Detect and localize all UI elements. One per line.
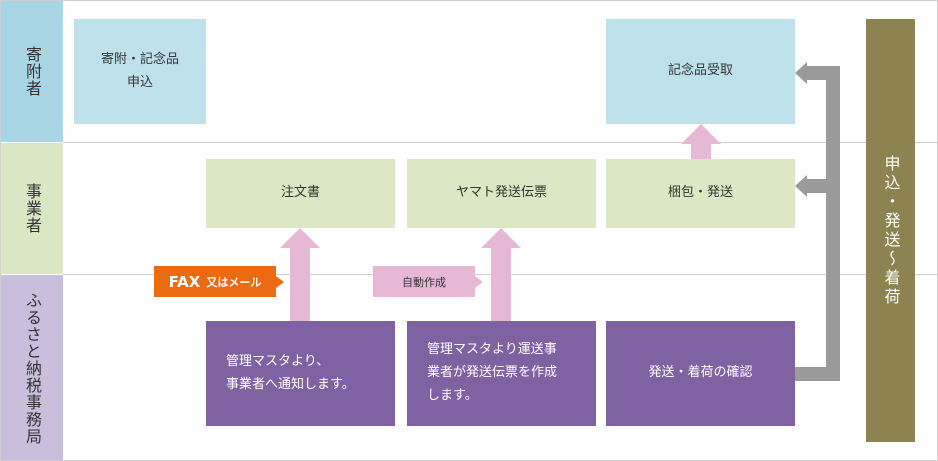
lane-label-donor: 寄附者 xyxy=(1,1,63,142)
auto-create-tag: 自動作成 xyxy=(373,266,475,297)
create-slip-line-1: 管理マスタより運送事 xyxy=(427,342,557,358)
application-to-delivery-text: 申込・発送〜着荷 xyxy=(881,154,901,307)
notify-business-line-2: 事業者へ通知します。 xyxy=(226,376,355,392)
order-form-label: 注文書 xyxy=(280,185,320,201)
flow-connector-top xyxy=(807,66,840,80)
create-slip-line-3: します。 xyxy=(427,387,478,403)
donation-application-box: 寄附・記念品 申込 xyxy=(74,19,206,124)
application-to-delivery-bar: 申込・発送〜着荷 xyxy=(866,19,915,442)
donation-application-line-1: 寄附・記念品 xyxy=(100,51,179,67)
lane-label-business: 事業者 xyxy=(1,143,63,274)
arrow-left-to-gift-receipt-icon xyxy=(795,62,807,84)
gift-receipt-box: 記念品受取 xyxy=(606,19,795,124)
donation-application-line-2: 申込 xyxy=(126,74,153,90)
yamato-slip-label: ヤマト発送伝票 xyxy=(455,185,547,201)
arrow-up-to-gift-receipt xyxy=(681,124,721,159)
fax-or-mail-tag: FAX 又はメール xyxy=(154,266,276,297)
lane-business-text: 事業者 xyxy=(23,183,42,234)
fax-text: FAX xyxy=(168,272,201,291)
arrow-left-to-packing-icon xyxy=(795,175,807,197)
notify-business-line-1: 管理マスタより、 xyxy=(226,353,330,369)
lane-label-office: ふるさと納税事務局 xyxy=(1,275,63,460)
create-slip-box: 管理マスタより運送事 業者が発送伝票を作成 します。 xyxy=(407,321,596,426)
fax-arrow-tip-icon xyxy=(276,276,284,288)
create-slip-line-2: 業者が発送伝票を作成 xyxy=(427,365,558,381)
packing-shipping-box: 梱包・発送 xyxy=(606,159,795,228)
yamato-slip-box: ヤマト発送伝票 xyxy=(407,159,596,228)
order-form-box: 注文書 xyxy=(206,159,395,228)
packing-shipping-label: 梱包・発送 xyxy=(667,185,733,201)
flow-connector-middle xyxy=(807,179,826,193)
lane-divider xyxy=(63,142,937,143)
lane-office-text: ふるさと納税事務局 xyxy=(23,292,42,445)
lane-donor-text: 寄附者 xyxy=(23,46,42,97)
auto-create-text: 自動作成 xyxy=(402,275,446,289)
or-mail-text: 又はメール xyxy=(206,275,262,289)
confirm-delivery-label: 発送・着荷の確認 xyxy=(648,365,753,381)
auto-create-arrow-tip-icon xyxy=(475,276,483,288)
flow-connector-vertical xyxy=(826,66,840,381)
arrow-up-to-order-form xyxy=(280,228,320,321)
confirm-delivery-box: 発送・着荷の確認 xyxy=(606,321,795,426)
notify-business-box: 管理マスタより、 事業者へ通知します。 xyxy=(206,321,395,426)
arrow-up-to-yamato-slip xyxy=(481,228,521,321)
gift-receipt-label: 記念品受取 xyxy=(667,63,733,79)
